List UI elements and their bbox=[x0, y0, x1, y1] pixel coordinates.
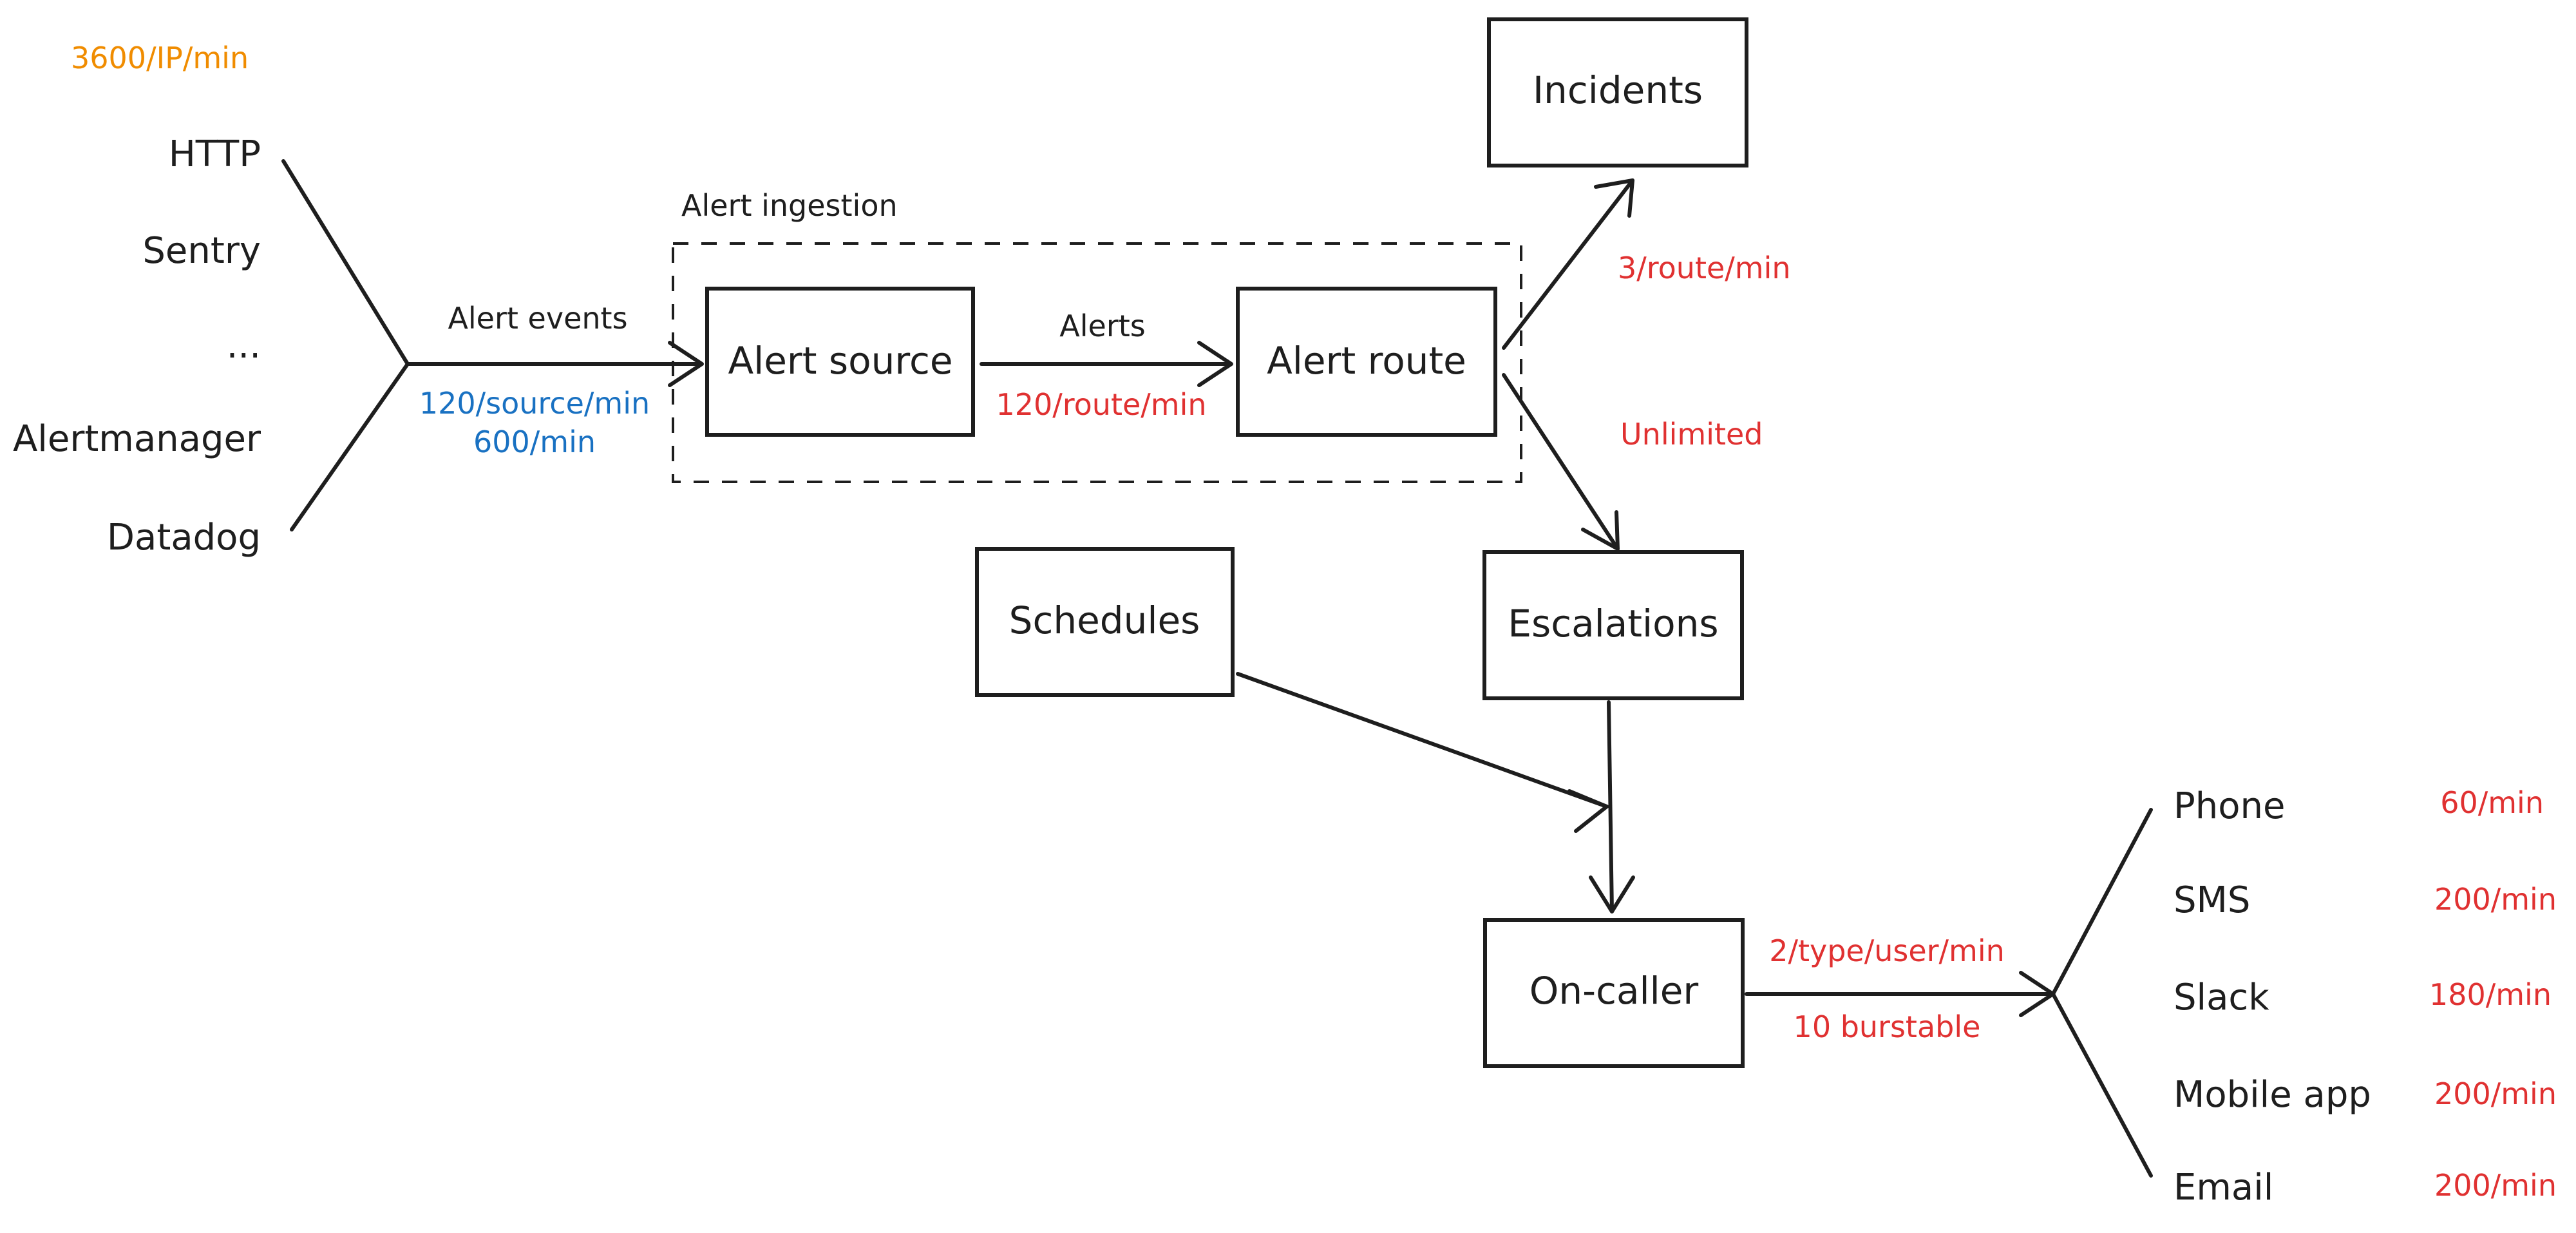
alerts-label: Alerts bbox=[1059, 309, 1145, 343]
alert-source-label: Alert source bbox=[728, 339, 952, 383]
source-more: ... bbox=[227, 325, 261, 367]
on-caller-label: On-caller bbox=[1530, 969, 1699, 1013]
alerts-arrowhead bbox=[1197, 341, 1233, 387]
notifications-burst: 10 burstable bbox=[1794, 1009, 1981, 1044]
channel-fanout-lower-line bbox=[2051, 992, 2153, 1178]
channel-sms: SMS bbox=[2174, 879, 2250, 921]
source-fanin-lower-line bbox=[290, 362, 410, 531]
route-to-incidents-rate: 3/route/min bbox=[1618, 251, 1791, 285]
source-http: HTTP bbox=[169, 133, 261, 175]
source-fanin-upper-line bbox=[281, 159, 410, 366]
channel-email-rate: 200/min bbox=[2434, 1168, 2557, 1203]
alert-ingestion-label: Alert ingestion bbox=[681, 188, 898, 223]
source-alertmanager: Alertmanager bbox=[13, 418, 261, 460]
alert-route-node bbox=[1236, 287, 1497, 437]
channel-slack: Slack bbox=[2174, 977, 2269, 1018]
alert-events-arrowhead bbox=[668, 341, 704, 387]
channel-slack-rate: 180/min bbox=[2429, 977, 2552, 1012]
route-to-escalations-arrow bbox=[1502, 373, 1620, 551]
escalations-to-oncaller-arrow bbox=[1607, 700, 1614, 913]
alert-events-rate-total: 600/min bbox=[473, 425, 596, 459]
alert-events-rate-per-source: 120/source/min bbox=[419, 386, 650, 421]
notifications-rate: 2/type/user/min bbox=[1769, 933, 2005, 968]
route-to-escalations-rate: Unlimited bbox=[1620, 417, 1763, 452]
schedules-to-oncaller-arrowhead bbox=[1567, 789, 1609, 833]
alert-events-label: Alert events bbox=[448, 301, 627, 336]
alert-route-label: Alert route bbox=[1267, 339, 1466, 383]
escalations-label: Escalations bbox=[1508, 602, 1718, 645]
escalations-to-oncaller-arrowhead bbox=[1589, 875, 1635, 913]
incidents-node bbox=[1487, 17, 1748, 167]
channel-email: Email bbox=[2174, 1167, 2273, 1209]
alert-source-node bbox=[705, 287, 975, 437]
schedules-node bbox=[975, 547, 1235, 697]
channel-fanout-upper-line bbox=[2051, 808, 2153, 996]
incidents-label: Incidents bbox=[1533, 68, 1703, 112]
on-caller-node bbox=[1483, 918, 1745, 1068]
channel-phone: Phone bbox=[2174, 785, 2285, 827]
channel-mobile-app-rate: 200/min bbox=[2434, 1076, 2557, 1111]
route-to-escalations-arrowhead bbox=[1581, 510, 1620, 551]
schedules-to-oncaller-arrow bbox=[1236, 672, 1609, 808]
source-sentry: Sentry bbox=[142, 230, 261, 272]
channel-sms-rate: 200/min bbox=[2434, 882, 2557, 917]
route-to-incidents-arrow bbox=[1502, 178, 1634, 350]
source-datadog: Datadog bbox=[107, 517, 261, 559]
channel-mobile-app: Mobile app bbox=[2174, 1074, 2371, 1116]
channel-phone-rate: 60/min bbox=[2440, 785, 2544, 820]
schedules-label: Schedules bbox=[1009, 598, 1200, 642]
global-ip-rate: 3600/IP/min bbox=[71, 41, 249, 75]
alerts-rate: 120/route/min bbox=[996, 387, 1206, 422]
escalations-node bbox=[1482, 550, 1744, 700]
route-to-incidents-arrowhead bbox=[1594, 178, 1634, 218]
